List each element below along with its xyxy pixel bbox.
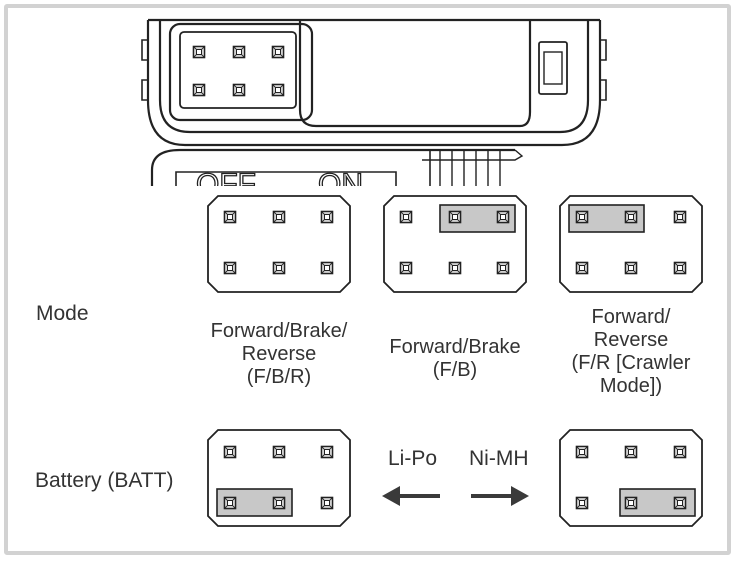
arrow-right-icon: [471, 486, 529, 506]
arrow-left-icon: [382, 486, 440, 506]
mode-block-fbr: [207, 195, 351, 293]
battery-row-label: Battery (BATT): [35, 469, 174, 492]
mode-caption-line: Reverse: [593, 329, 669, 351]
battery-block-lipo: [207, 429, 351, 527]
mode-block-fr: [559, 195, 703, 293]
mode-caption-line: Forward/: [591, 306, 671, 328]
mode-caption-line: (F/R [Crawler: [571, 352, 691, 374]
mode-block-fb: [383, 195, 527, 293]
mode-caption-line: Mode]): [599, 375, 663, 397]
mode-caption-line: (F/B): [432, 359, 478, 381]
battery-option-lipo: Li-Po: [388, 447, 438, 470]
battery-option-nimh: Ni-MH: [469, 447, 529, 470]
mode-caption-line: Reverse: [241, 343, 317, 365]
battery-block-nimh: [559, 429, 703, 527]
mode-caption-line: Forward/Brake: [389, 336, 521, 358]
mode-row-label: Mode: [36, 302, 89, 325]
mode-caption-fr: Forward/ Reverse (F/R [Crawler Mode]): [558, 306, 704, 398]
switch-off-label: OFF: [196, 168, 256, 201]
switch-on-label: ON: [318, 168, 363, 201]
mode-caption-line: Forward/Brake/: [210, 320, 348, 342]
mode-caption-fbr: Forward/Brake/ Reverse (F/B/R): [196, 320, 362, 389]
esc-socket-pins: [192, 45, 285, 97]
esc-unit: [141, 18, 607, 186]
mode-caption-line: (F/B/R): [246, 366, 312, 388]
mode-caption-fb: Forward/Brake (F/B): [376, 336, 534, 382]
figure-frame: [4, 4, 731, 555]
